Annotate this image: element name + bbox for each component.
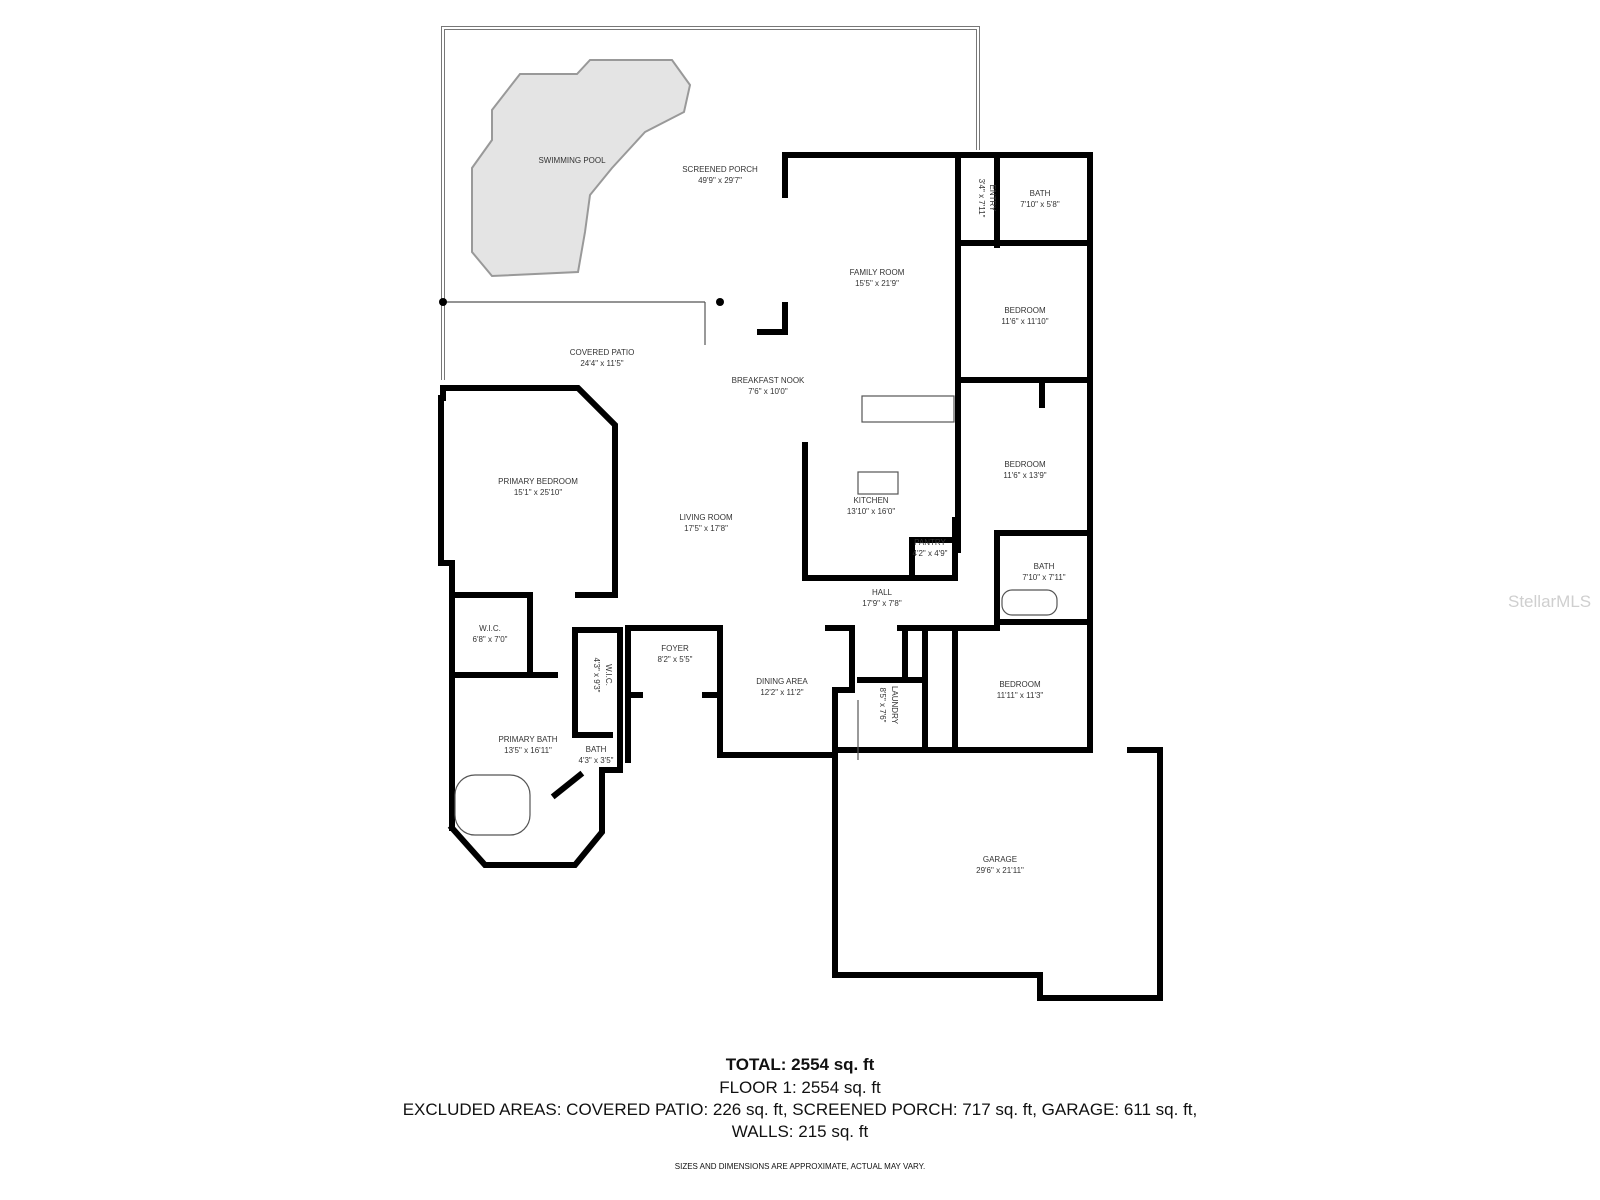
disclaimer: SIZES AND DIMENSIONS ARE APPROXIMATE, AC… — [674, 1162, 926, 1171]
room-dim: 7'10" x 5'8" — [1020, 200, 1060, 209]
room-name: SWIMMING POOL — [538, 156, 606, 165]
room-name: BREAKFAST NOOK — [732, 376, 805, 385]
room-name: GARAGE — [983, 855, 1017, 864]
room-name: PRIMARY BEDROOM — [498, 477, 578, 486]
walls — [438, 152, 1163, 1001]
floor-area: FLOOR 1: 2554 sq. ft — [719, 1078, 881, 1097]
room-dim: 6'8" x 7'0" — [473, 635, 508, 644]
room-dim: 4'2" x 4'9" — [913, 549, 948, 558]
room-name: LAUNDRY — [890, 686, 899, 725]
kitchen-counter — [861, 395, 955, 423]
room-name: COVERED PATIO — [570, 348, 635, 357]
room-dim: 24'4" x 11'5" — [580, 359, 623, 368]
room-name: LIVING ROOM — [679, 513, 733, 522]
room-name: W.I.C. — [604, 664, 613, 686]
room-dim: 13'5" x 16'11" — [504, 746, 552, 755]
room-name: BEDROOM — [1004, 306, 1046, 315]
bathtub — [1001, 589, 1058, 616]
room-dim: 15'1" x 25'10" — [514, 488, 562, 497]
room-name: BEDROOM — [1004, 460, 1046, 469]
room-dim: 8'2" x 5'5" — [658, 655, 693, 664]
room-name: FAMILY ROOM — [850, 268, 905, 277]
room-dim: 49'9" x 29'7" — [698, 176, 742, 185]
room-dim: 15'5" x 21'9" — [855, 279, 899, 288]
swimming-pool — [471, 59, 692, 278]
room-dim: 29'6" x 21'11" — [976, 866, 1024, 875]
screened-porch-outline — [439, 26, 980, 380]
room-dim: 12'2" x 11'2" — [760, 688, 803, 697]
room-dim: 17'9" x 7'8" — [862, 599, 902, 608]
total-area: TOTAL: 2554 sq. ft — [725, 1055, 875, 1074]
room-name: BEDROOM — [999, 680, 1041, 689]
room-name: DINING AREA — [756, 677, 808, 686]
room-name: PRIMARY BATH — [498, 735, 557, 744]
room-name: BATH — [1030, 189, 1051, 198]
room-name: BATH — [1034, 562, 1055, 571]
room-name: KITCHEN — [853, 496, 888, 505]
room-dim: 8'5" x 7'6" — [878, 688, 887, 723]
bathtub — [454, 774, 531, 836]
room-name: FOYER — [661, 644, 689, 653]
room-dim: 7'6" x 10'0" — [748, 387, 788, 396]
excluded-areas: EXCLUDED AREAS: COVERED PATIO: 226 sq. f… — [402, 1100, 1198, 1119]
room-name: SCREENED PORCH — [682, 165, 758, 174]
room-name: W.I.C. — [479, 624, 501, 633]
room-dim: 11'11" x 11'3" — [997, 691, 1044, 700]
room-dim: 13'10" x 16'0" — [847, 507, 895, 516]
walls-area: WALLS: 215 sq. ft — [731, 1122, 869, 1141]
room-labels: SWIMMING POOL SCREENED PORCH 49'9" x 29'… — [473, 156, 1066, 875]
room-name: ENTRY — [988, 185, 997, 213]
room-name: BATH — [586, 745, 607, 754]
watermark-logo: StellarMLS — [1508, 592, 1592, 611]
room-dim: 4'3" x 9'3" — [592, 658, 601, 693]
room-dim: 7'10" x 7'11" — [1022, 573, 1065, 582]
room-dim: 11'6" x 11'10" — [1001, 317, 1048, 326]
room-dim: 17'5" x 17'8" — [684, 524, 728, 533]
room-name: HALL — [872, 588, 893, 597]
kitchen-island — [857, 471, 899, 495]
room-dim: 3'4" x 7'11" — [977, 179, 986, 218]
room-name: PANTRY — [914, 538, 946, 547]
room-dim: 11'6" x 13'9" — [1003, 471, 1046, 480]
room-dim: 4'3" x 3'5" — [579, 756, 614, 765]
